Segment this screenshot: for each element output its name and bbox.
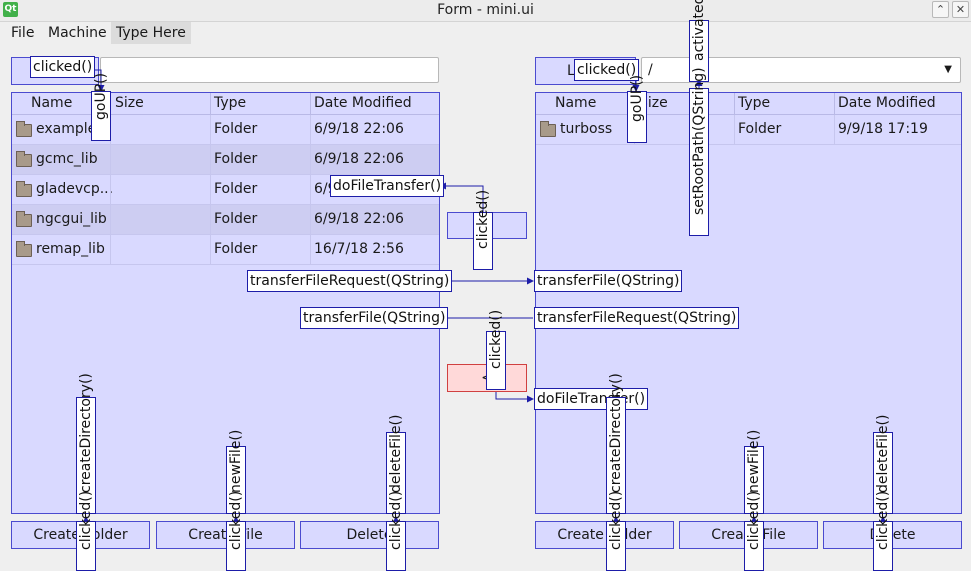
menubar [0,22,971,44]
left-table-header: Name Size Type Date Modified [12,93,439,115]
row-date: 6/9/18 22:06 [314,211,404,227]
folder-icon [16,181,32,197]
table-row[interactable]: examples Folder 6/9/18 22:06 [12,115,439,145]
signal-clicked-right-create-file: clicked() [744,491,764,571]
table-row[interactable]: gcmc_lib Folder 6/9/18 22:06 [12,145,439,175]
signal-clicked-transfer-right: clicked() [473,190,493,270]
right-create-folder-button[interactable]: Create Folder [535,521,674,549]
row-name: remap_lib [36,241,105,257]
slot-createDirectory-left: createDirectory() [76,373,96,514]
folder-icon [16,121,32,137]
slot-transferFile-left: transferFile(QString) [300,307,449,329]
right-col-date[interactable]: Date Modified [838,95,936,111]
signal-clicked-left-create-file: clicked() [226,491,246,571]
table-row[interactable]: remap_lib Folder 16/7/18 2:56 [12,235,439,265]
close-icon[interactable]: ✕ [952,1,969,18]
row-date: 6/9/18 22:06 [314,151,404,167]
left-path-field[interactable] [100,57,439,83]
window-title: Form - mini.ui [437,2,534,18]
folder-icon [16,241,32,257]
folder-icon [16,151,32,167]
signal-clicked-left-delete: clicked() [386,491,406,571]
signal-transferFileRequest-left: transferFileRequest(QString) [247,270,453,292]
row-name: gcmc_lib [36,151,98,167]
signal-transferFileRequest-right: transferFileRequest(QString) [534,307,740,329]
minimize-icon[interactable]: ⌃ [932,1,949,18]
slot-goUP-right: goUP() [627,75,647,143]
slot-doFileTransfer-right: doFileTransfer() [534,388,649,410]
menu-machine[interactable]: Machine [48,25,107,41]
slot-deleteFile-left: deleteFile() [386,415,406,514]
left-col-date[interactable]: Date Modified [314,95,412,111]
signal-clicked-right-level: clicked() [574,59,640,81]
row-name: examples [36,121,104,137]
row-type: Folder [214,241,258,257]
slot-transferFile-right: transferFile(QString) [534,270,683,292]
title-bar [0,0,971,22]
right-table-header: Name Size Type Date Modified [536,93,961,115]
right-col-type[interactable]: Type [738,95,771,111]
slot-newFile-left: newFile() [226,430,246,514]
folder-icon [540,121,556,137]
signal-clicked-right-create-folder: clicked() [606,491,626,571]
slot-doFileTransfer-left: doFileTransfer() [330,175,445,197]
left-col-type[interactable]: Type [214,95,247,111]
left-delete-button[interactable]: Delete [300,521,439,549]
row-name: turboss [560,121,613,137]
signal-clicked-right-delete: clicked() [873,491,893,571]
row-name: gladevcp... [36,181,114,197]
right-path-value: / [648,62,653,78]
row-name: ngcgui_lib [36,211,107,227]
row-type: Folder [738,121,782,137]
row-type: Folder [214,181,258,197]
row-date: 6/9/18 22:06 [314,121,404,137]
menu-file[interactable]: File [11,25,35,41]
signal-activated-right-combo: activated [689,0,709,82]
slot-setRootPath-right: setRootPath(QString) [689,67,709,236]
slot-createDirectory-right: createDirectory() [606,373,626,514]
qt-app-icon: Qt [3,2,18,17]
signal-clicked-left-level: clicked() [30,56,96,78]
row-date: 16/7/18 2:56 [314,241,404,257]
signal-clicked-left-create-folder: clicked() [76,491,96,571]
row-type: Folder [214,151,258,167]
dropdown-arrow-icon[interactable]: ▼ [944,64,952,75]
slot-deleteFile-right: deleteFile() [873,415,893,514]
left-col-size[interactable]: Size [115,95,144,111]
slot-newFile-right: newFile() [744,430,764,514]
folder-icon [16,211,32,227]
menu-type-here[interactable]: Type Here [111,22,191,44]
signal-clicked-transfer-left: clicked() [486,310,506,390]
table-row[interactable]: turboss Folder 9/9/18 17:19 [536,115,961,145]
row-type: Folder [214,121,258,137]
right-col-name[interactable]: Name [555,95,597,111]
left-col-name[interactable]: Name [31,95,73,111]
row-date: 9/9/18 17:19 [838,121,928,137]
row-type: Folder [214,211,258,227]
table-row[interactable]: ngcgui_lib Folder 6/9/18 22:06 [12,205,439,235]
slot-goUP-left: goUP() [91,73,111,141]
